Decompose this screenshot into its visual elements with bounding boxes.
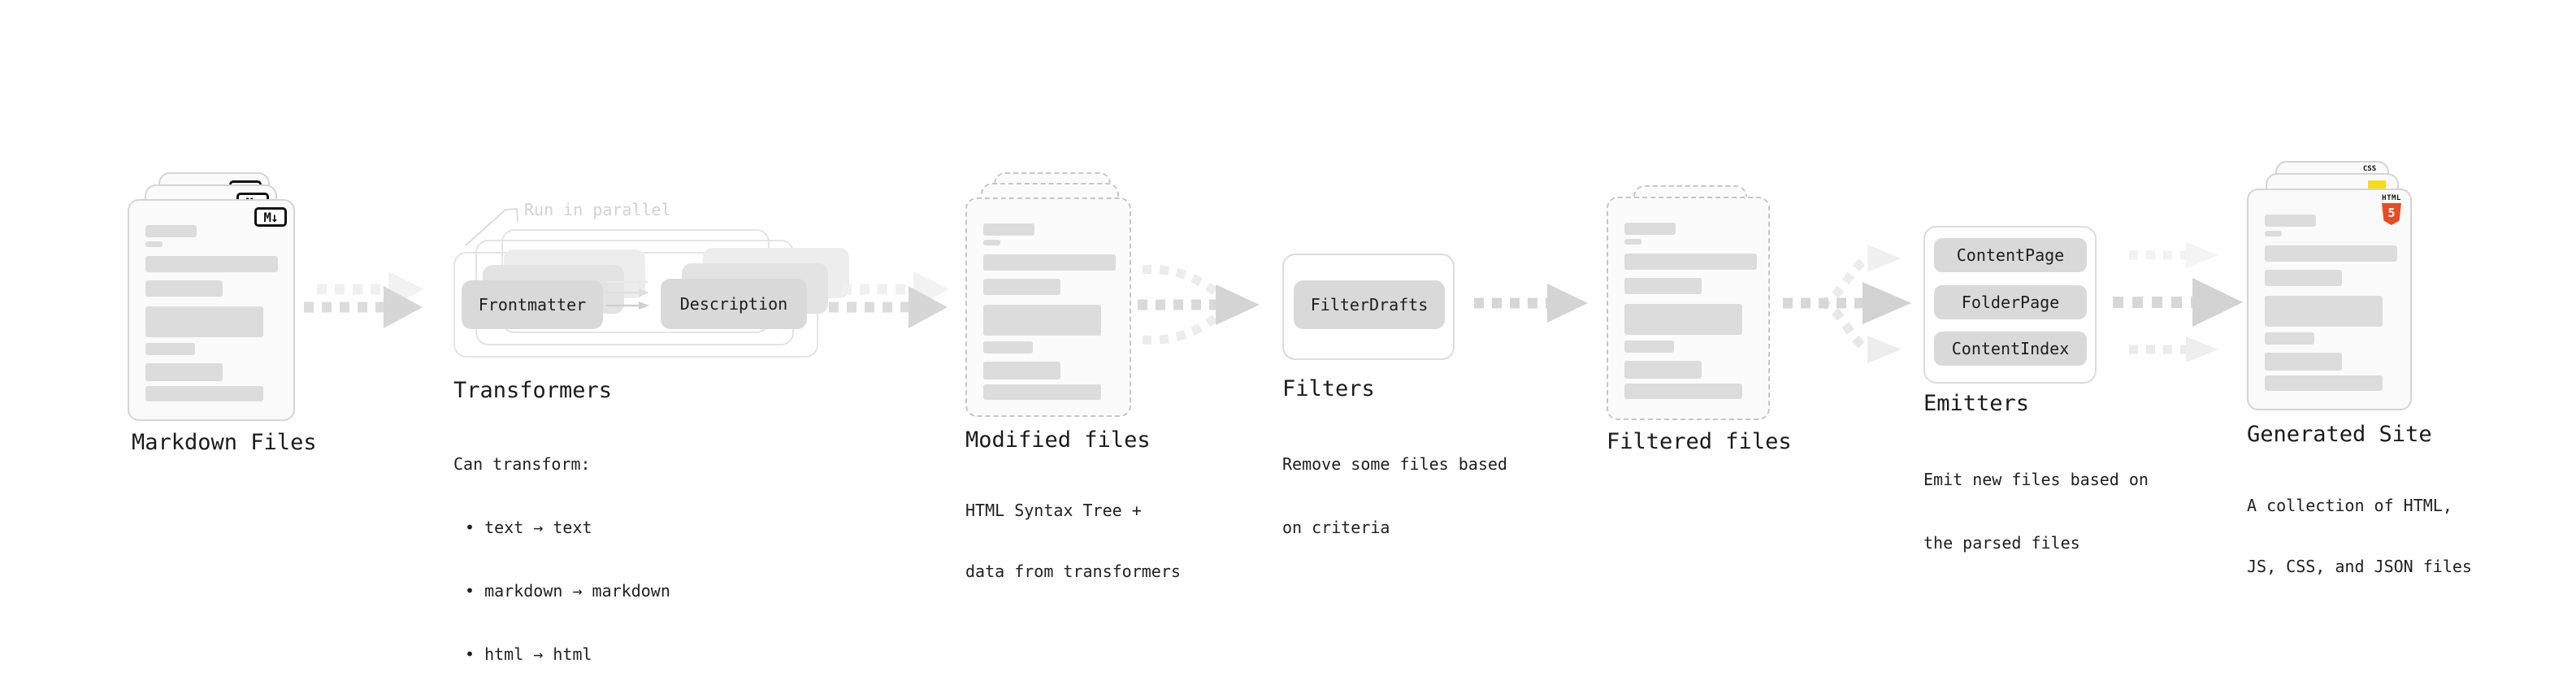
placeholder-bar (983, 341, 1033, 354)
folderpage-node: FolderPage (1934, 285, 2087, 319)
arrow-filtered-to-emitters-icon (1783, 245, 1911, 363)
placeholder-bar (1624, 278, 1702, 294)
placeholder-bar (2265, 270, 2342, 286)
stage-label-emitters: Emitters (1923, 391, 2030, 416)
placeholder-bar (1624, 223, 1676, 235)
placeholder-bar (1624, 239, 1641, 245)
javascript-icon (2368, 180, 2386, 189)
stage-label-modified-files: Modified files (965, 427, 1151, 453)
placeholder-bar (145, 280, 223, 297)
annotation-leader-line (465, 207, 518, 246)
filters-description: Remove some files based on criteria (1282, 454, 1507, 537)
placeholder-bar (145, 386, 263, 401)
placeholder-bar (2265, 375, 2383, 391)
contentpage-node: ContentPage (1934, 238, 2087, 272)
placeholder-bar (145, 343, 195, 355)
file-card-front: HTML 5 (2247, 189, 2412, 410)
placeholder-bar (2265, 231, 2282, 236)
arrow-modified-to-filters-icon (1138, 265, 1260, 345)
arrow-markdown-to-transformers-icon (304, 271, 424, 328)
stage-label-filters: Filters (1282, 376, 1375, 401)
placeholder-bar (2265, 215, 2316, 227)
emitters-panel (1923, 226, 2097, 384)
placeholder-bar (983, 362, 1060, 380)
placeholder-bar (983, 305, 1101, 336)
markdown-icon: M↓ (254, 207, 287, 227)
file-card-front (965, 197, 1131, 417)
placeholder-bar (145, 363, 223, 381)
placeholder-bar (2265, 245, 2397, 262)
arrow-filters-to-filtered-icon (1474, 284, 1588, 323)
transformer-flow-arrows-icon (606, 278, 649, 310)
placeholder-bar (1624, 304, 1742, 335)
placeholder-bar (145, 256, 278, 272)
placeholder-bar (2265, 332, 2314, 345)
stage-label-filtered-files: Filtered files (1607, 429, 1792, 454)
placeholder-bar (983, 240, 1000, 245)
placeholder-bar (983, 223, 1034, 236)
contentindex-node: ContentIndex (1934, 332, 2087, 366)
placeholder-bar (2265, 353, 2342, 371)
placeholder-bar (145, 225, 197, 237)
placeholder-bar (1624, 361, 1702, 379)
filters-panel (1282, 254, 1455, 360)
run-in-parallel-annotation: Run in parallel (524, 200, 671, 219)
arrow-emitters-to-generated-icon (2113, 242, 2243, 362)
description-node: Description (661, 279, 807, 329)
placeholder-bar (2265, 296, 2383, 327)
file-card-front (1607, 197, 1770, 420)
arrow-transformers-to-modified-icon (829, 271, 949, 328)
modified-files-description: HTML Syntax Tree + data from transformer… (965, 501, 1181, 581)
placeholder-bar (145, 241, 163, 247)
placeholder-bar (983, 384, 1101, 400)
placeholder-bar (983, 279, 1060, 295)
html5-icon: HTML 5 (2381, 194, 2402, 225)
emitters-description: Emit new files based on the parsed files (1923, 470, 2149, 553)
stage-label-generated-site: Generated Site (2247, 422, 2432, 447)
placeholder-bar (145, 306, 263, 337)
file-card-front: M↓ (128, 199, 295, 421)
stage-label-markdown-files: Markdown Files (132, 430, 317, 455)
placeholder-bar (1624, 254, 1757, 270)
generated-site-description: A collection of HTML, JS, CSS, and JSON … (2247, 496, 2472, 576)
placeholder-bar (983, 254, 1116, 271)
transformers-description: Can transform: • text → text • markdown … (453, 454, 670, 664)
filterdrafts-node: FilterDrafts (1294, 280, 1445, 329)
placeholder-bar (1624, 384, 1742, 399)
frontmatter-node: Frontmatter (462, 280, 603, 329)
placeholder-bar (1624, 340, 1674, 353)
stage-label-transformers: Transformers (453, 378, 613, 403)
